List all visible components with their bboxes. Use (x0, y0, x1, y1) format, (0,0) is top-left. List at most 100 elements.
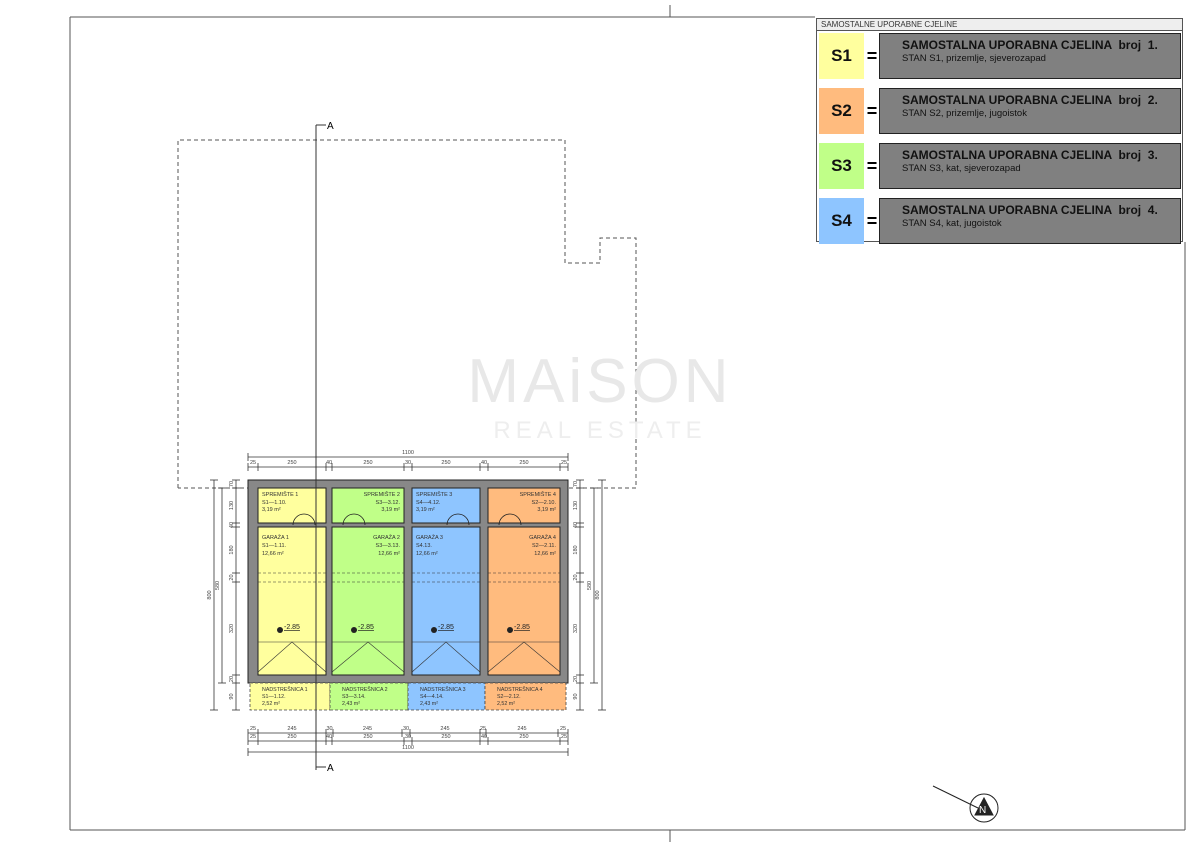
legend-row-s4: S4 = SAMOSTALNA UPORABNA CJELINA broj 4.… (819, 198, 1181, 244)
level-marker-icon (431, 627, 437, 633)
dimension-label: 245 (440, 726, 449, 732)
dimension-label: 20 (229, 574, 235, 580)
level-marker-icon (507, 627, 513, 633)
unit-description: STAN S2, prizemlje, jugoistok (902, 108, 1027, 119)
garage-area: 12,66 m² (378, 551, 400, 557)
canopy-code: S3—3.14. (342, 694, 366, 700)
dimension-label: 40 (481, 460, 487, 466)
dimension-label: 250 (519, 460, 528, 466)
dimension-label: 250 (287, 460, 296, 466)
legend-title: SAMOSTALNE UPORABNE CJELINE (817, 19, 1182, 31)
unit-description-box: SAMOSTALNA UPORABNA CJELINA broj 4. STAN… (879, 198, 1181, 244)
units-legend: SAMOSTALNE UPORABNE CJELINE S1 = SAMOSTA… (816, 18, 1183, 244)
dimension-label: 245 (363, 726, 372, 732)
dimension-label: 40 (573, 522, 579, 528)
storage-room: SPREMIŠTE 3S4—4.12.3,19 m² (411, 487, 481, 524)
dimension-label: 30 (405, 460, 411, 466)
canopy-area: NADSTREŠNICA 1S1—1.12.2,52 m² (249, 682, 331, 711)
watermark-sub: REAL ESTATE (493, 417, 706, 444)
dimension-label: 25 (250, 726, 256, 732)
dimension-label: 40 (326, 460, 332, 466)
floor-level: -2.85 (438, 624, 454, 631)
sheet-frame (69, 5, 1186, 842)
door-swing (342, 513, 366, 526)
canopy-name: NADSTREŠNICA 4 (497, 686, 543, 693)
garage-code: S4.13. (416, 543, 432, 549)
garage-room: GARAŽA 2S3—3.13.12,66 m²-2.85 (331, 513, 405, 676)
storage-name: SPREMIŠTE 4 (520, 491, 556, 498)
garage-name: GARAŽA 2 (373, 533, 400, 541)
canopy-code: S2—2.12. (497, 694, 521, 700)
dimension-label: 250 (519, 734, 528, 740)
dimension-label: 250 (441, 734, 450, 740)
dimension-label: 20 (229, 676, 235, 682)
dimension-label: 25 (560, 726, 566, 732)
unit-description-box: SAMOSTALNA UPORABNA CJELINA broj 3. STAN… (879, 143, 1181, 189)
unit-description: STAN S1, prizemlje, sjeverozapad (902, 53, 1046, 64)
unit-code-swatch: S2 (819, 88, 864, 134)
canopy-area: NADSTREŠNICA 4S2—2.12.2,52 m² (484, 682, 567, 711)
dimension-label: 40 (229, 522, 235, 528)
dimension-label: 130 (229, 501, 235, 510)
garage-area: 12,66 m² (534, 551, 556, 557)
canopy-area: 2,43 m² (342, 701, 360, 707)
level-marker-icon (351, 627, 357, 633)
garage-room: GARAŽA 1S1—1.11.12,66 m²-2.85 (257, 513, 327, 676)
unit-heading: SAMOSTALNA UPORABNA CJELINA broj 1. (902, 38, 1158, 52)
floor-level: -2.85 (358, 624, 374, 631)
garage-name: GARAŽA 1 (262, 533, 289, 541)
dimension-label: 320 (229, 624, 235, 633)
storage-area: 3,19 m² (537, 507, 556, 513)
garage-area: 12,66 m² (416, 551, 438, 557)
dimension-label: 25 (480, 726, 486, 732)
upper-floor-outline (177, 139, 637, 489)
dimension-label: 70 (573, 481, 579, 487)
door-swing (292, 513, 316, 526)
door-swing (446, 513, 470, 526)
dimension-label: 25 (561, 460, 567, 466)
dimension-label: 20 (573, 574, 579, 580)
dimension-label: 20 (573, 676, 579, 682)
dimension-label: 180 (229, 545, 235, 554)
unit-heading: SAMOSTALNA UPORABNA CJELINA broj 4. (902, 203, 1158, 217)
canopy-name: NADSTREŠNICA 3 (420, 686, 466, 693)
garage-name: GARAŽA 4 (529, 533, 556, 541)
level-marker-icon (277, 627, 283, 633)
canopy-area: NADSTREŠNICA 2S3—3.14.2,43 m² (329, 682, 409, 711)
canopy-area: NADSTREŠNICA 3S4—4.14.2,43 m² (407, 682, 486, 711)
dimension-label: 250 (287, 734, 296, 740)
canopy-area: 2,52 m² (497, 701, 515, 707)
unit-description-box: SAMOSTALNA UPORABNA CJELINA broj 2. STAN… (879, 88, 1181, 134)
storage-code: S4—4.12. (416, 500, 441, 506)
canopy-name: NADSTREŠNICA 2 (342, 686, 388, 693)
unit-code-swatch: S1 (819, 33, 864, 79)
unit-description: STAN S4, kat, jugoistok (902, 218, 1002, 229)
canopy-area: 2,43 m² (420, 701, 438, 707)
legend-row-s2: S2 = SAMOSTALNA UPORABNA CJELINA broj 2.… (819, 88, 1181, 134)
dimension-label: 30 (326, 726, 332, 732)
unit-description: STAN S3, kat, sjeverozapad (902, 163, 1021, 174)
dimension-label: 250 (363, 734, 372, 740)
storage-name: SPREMIŠTE 1 (262, 491, 298, 498)
dimension-label: 320 (573, 624, 579, 633)
dimension-label: 800 (595, 590, 601, 599)
storage-code: S1—1.10. (262, 500, 287, 506)
dimension-label: 25 (250, 734, 256, 740)
dimension-label: 30 (405, 734, 411, 740)
unit-heading: SAMOSTALNA UPORABNA CJELINA broj 3. (902, 148, 1158, 162)
garage-code: S2—2.11. (532, 543, 557, 549)
storage-room: SPREMIŠTE 4 S2—2.10.3,19 m² (487, 487, 561, 524)
legend-row-s3: S3 = SAMOSTALNA UPORABNA CJELINA broj 3.… (819, 143, 1181, 189)
section-label-bottom: A (327, 763, 334, 774)
dimension-label: 30 (403, 726, 409, 732)
dimension-label: 250 (363, 460, 372, 466)
storage-room: SPREMIŠTE 2S3—3.12.3,19 m² (331, 487, 405, 524)
storage-name: SPREMIŠTE 2 (364, 491, 400, 498)
dimension-label: 1100 (402, 745, 414, 751)
garage-room: GARAŽA 3S4.13.12,66 m²-2.85 (411, 513, 481, 676)
storage-code: S2—2.10. (532, 500, 557, 506)
north-arrow-icon: N (932, 785, 999, 823)
dimension-label: 25 (250, 460, 256, 466)
unit-code-swatch: S4 (819, 198, 864, 244)
